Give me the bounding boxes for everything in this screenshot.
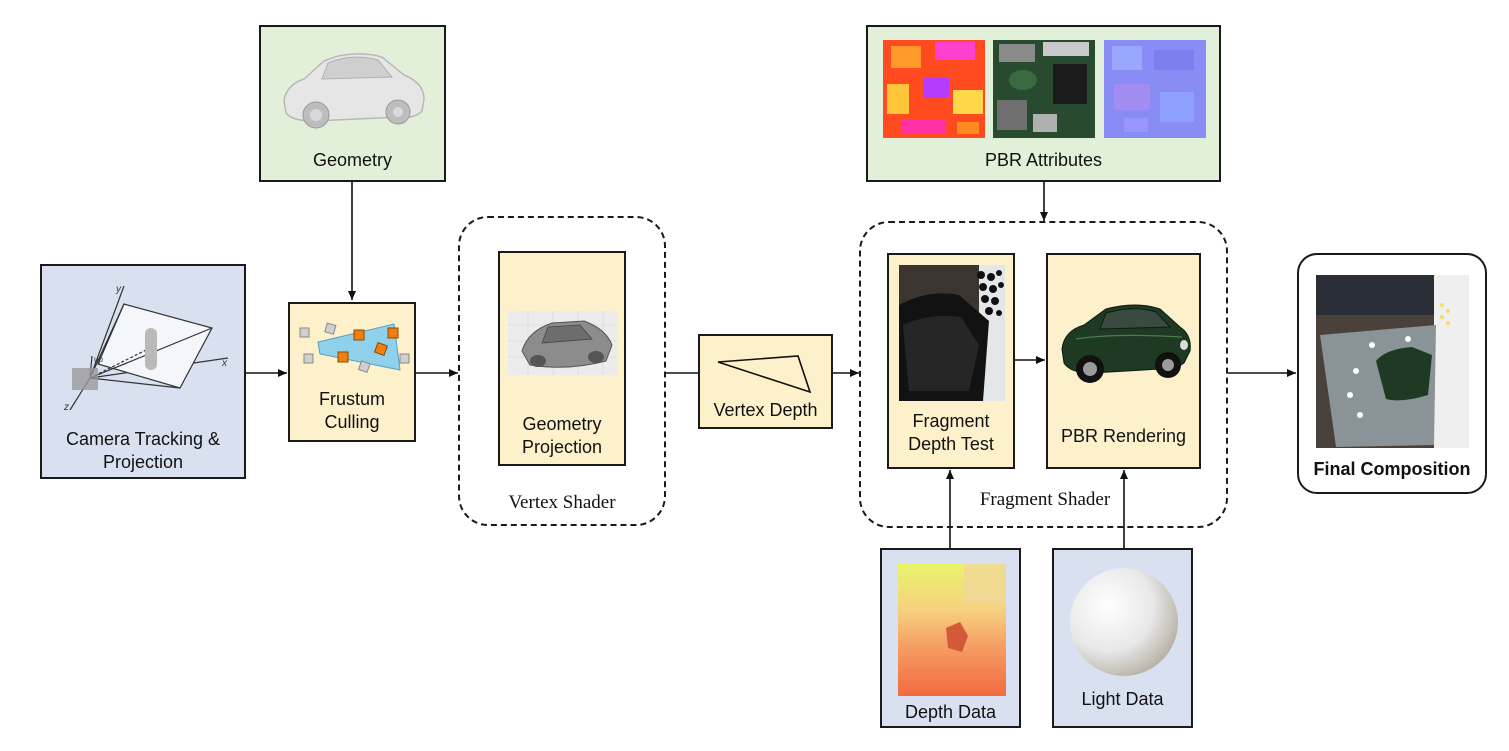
albedo-texture-icon [883,40,985,138]
fragment-depth-test-label: Fragment Depth Test [908,411,994,454]
geometry-label: Geometry [312,150,393,170]
triangle-icon [717,355,812,394]
light-sphere-icon [1070,568,1178,676]
depth-test-image [899,265,1005,401]
pbr-attributes-node: PBR Attributes [866,25,1221,182]
normal-texture-icon [1104,40,1206,138]
vertex-depth-label: Vertex Depth [713,400,818,420]
fragment-shader-group [859,221,1228,528]
light-data-label: Light Data [1081,689,1164,709]
roughness-texture-icon [993,40,1095,138]
frustum-culling-node: Frustum Culling [288,302,416,442]
axis-up-label: up [94,355,103,364]
pbr-rendering-label: PBR Rendering [1060,426,1187,446]
vertex-shader-group [458,216,666,526]
geometry-node: Geometry [259,25,446,182]
wireframe-car-icon [508,311,618,375]
depth-data-node: Depth Data [880,548,1021,728]
pbr-attributes-label: PBR Attributes [984,150,1103,170]
vertex-shader-label: Vertex Shader [508,492,616,513]
vertex-depth-node: Vertex Depth [698,334,833,429]
depth-data-label: Depth Data [904,702,997,722]
geometry-projection-node: Geometry Projection [498,251,626,466]
fragment-depth-test-node: Fragment Depth Test [887,253,1015,469]
composited-scene-image [1316,275,1469,448]
green-car-image [1061,304,1191,383]
car-model-icon [283,53,425,129]
light-data-node: Light Data [1052,548,1193,728]
final-composition-node: Final Composition [1297,253,1487,494]
geometry-projection-label: Geometry Projection [521,414,603,457]
frustum-culling-label: Frustum Culling [318,389,385,432]
depth-map-image [898,564,1006,696]
camera-frustum-icon: y x z up [63,284,229,413]
axis-x-label: x [221,358,228,369]
camera-tracking-label: Camera Tracking & Projection [65,429,221,472]
axis-z-label: z [63,402,69,413]
axis-y-label: y [115,284,122,295]
camera-tracking-node: y x z up Camera Tracking & Projection [40,264,246,479]
final-composition-label: Final Composition [1313,459,1471,479]
frustum-culling-icon [299,322,410,374]
pbr-rendering-node: PBR Rendering [1046,253,1201,469]
fragment-shader-label: Fragment Shader [979,489,1111,510]
